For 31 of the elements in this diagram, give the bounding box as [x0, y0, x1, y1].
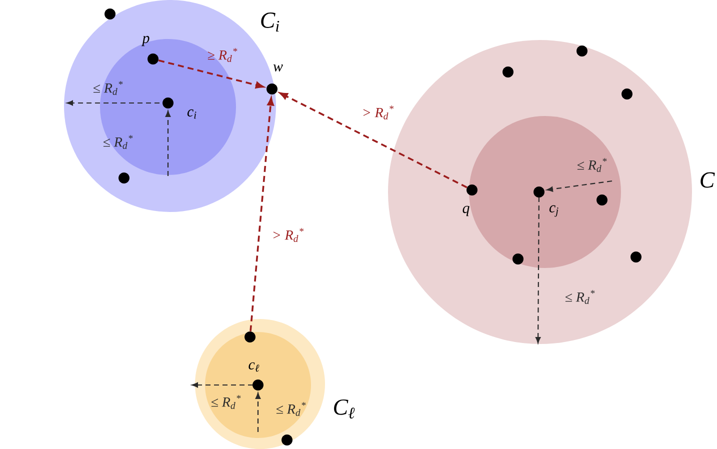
dimension-label: ≤ R$_{d}$* — [103, 135, 133, 149]
point-label: c$_{j}$ — [549, 205, 558, 217]
point-label: w — [273, 64, 283, 72]
arrow — [280, 92, 468, 188]
edge-label: > R$_{d}$* — [364, 106, 394, 120]
dimension-label: ≤ R$_{d}$* — [211, 395, 241, 409]
point-label: c$_{ℓ}$ — [248, 362, 260, 372]
cluster-label: C — [700, 172, 715, 188]
dimension-label: ≤ R$_{d}$* — [276, 402, 306, 416]
edge-label: > R$_{d}$* — [274, 228, 304, 242]
point — [118, 172, 130, 184]
dimension-label: ≤ R$_{d}$* — [93, 81, 123, 95]
point — [104, 8, 116, 20]
point — [502, 66, 514, 78]
dimension-label: ≤ R$_{d}$* — [577, 158, 607, 172]
point — [512, 254, 524, 264]
point — [596, 194, 608, 206]
point — [622, 88, 632, 100]
cluster-label: C$_{ℓ}$ — [334, 399, 355, 419]
cluster-label: C$_{i}$ — [261, 12, 280, 32]
point-label: q — [462, 206, 470, 216]
arrow — [158, 60, 264, 88]
arrow — [250, 98, 274, 332]
point — [282, 434, 292, 446]
point — [576, 46, 588, 56]
point — [244, 332, 256, 342]
dimension-label: ≤ R$_{d}$* — [565, 290, 595, 304]
point-label: c$_{i}$ — [187, 109, 196, 119]
edge-label: ≥ R$_{d}$* — [208, 48, 238, 62]
point-label: p — [141, 36, 150, 46]
point — [630, 252, 642, 262]
